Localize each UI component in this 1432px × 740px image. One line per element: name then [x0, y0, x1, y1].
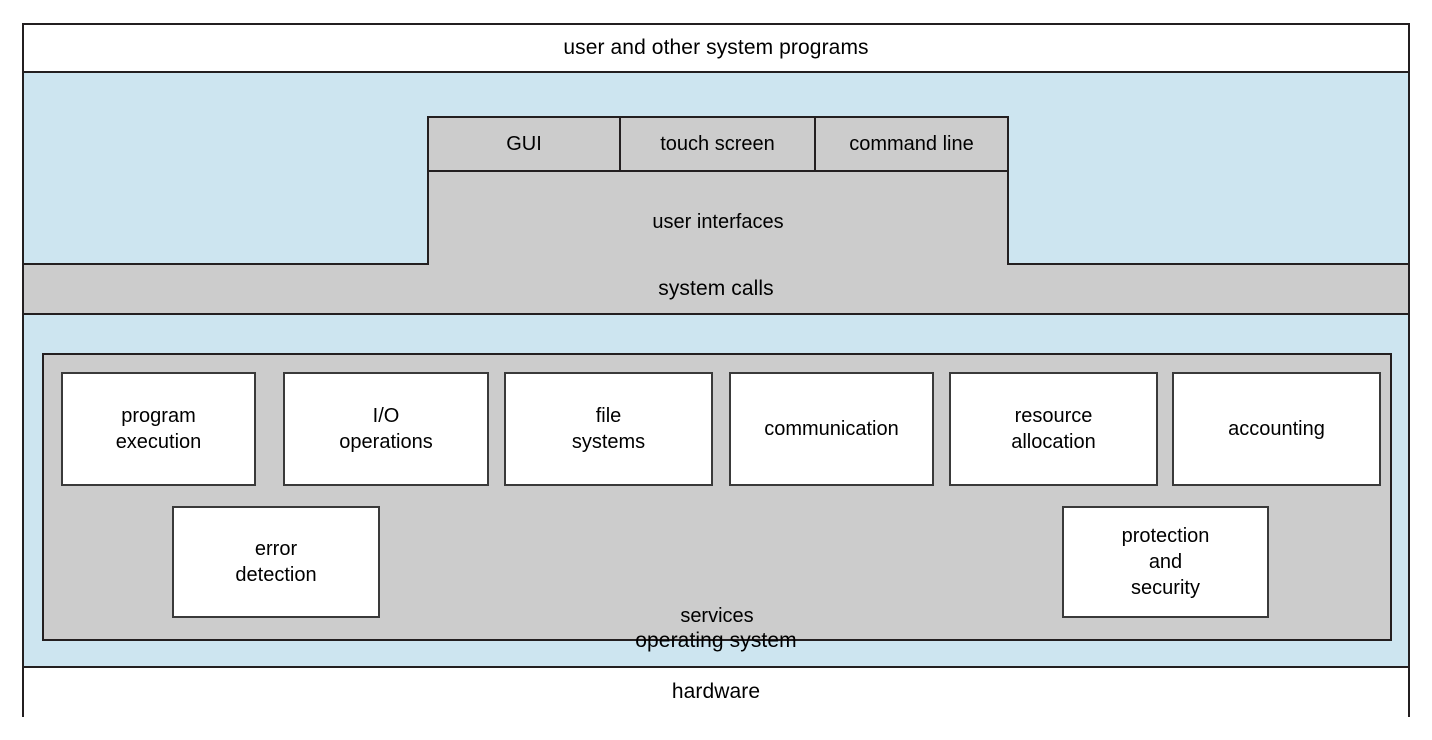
- band-user-and-other-system-programs: user and other system programs: [24, 25, 1408, 73]
- band-user-interface-zone: GUI touch screen command line user inter…: [24, 73, 1408, 273]
- services-caption-label: services: [680, 605, 754, 627]
- band-system-calls: system calls: [24, 265, 1408, 315]
- user-interfaces-caption-label: user interfaces: [652, 211, 784, 233]
- ui-mode-command-line[interactable]: command line: [816, 118, 1007, 170]
- ui-mode-gui-label: GUI: [506, 132, 542, 155]
- service-label-communication: communication: [764, 418, 899, 440]
- ui-mode-command-line-label: command line: [849, 132, 974, 155]
- band-label-system-calls: system calls: [658, 276, 774, 300]
- operating-system-caption: operating system: [24, 616, 1408, 666]
- ui-mode-touch-screen[interactable]: touch screen: [621, 118, 816, 170]
- ui-mode-gui[interactable]: GUI: [429, 118, 621, 170]
- user-interface-modes-row: GUI touch screen command line: [429, 118, 1007, 172]
- user-interfaces-cluster: GUI touch screen command line user inter…: [427, 116, 1009, 273]
- band-label-operating-system: operating system: [635, 628, 797, 652]
- os-services-diagram: user and other system programs GUI touch…: [22, 23, 1410, 717]
- service-label-accounting: accounting: [1228, 418, 1325, 440]
- service-box-accounting[interactable]: accounting: [1172, 372, 1381, 486]
- user-interfaces-caption: user interfaces: [429, 172, 1007, 273]
- band-hardware: hardware: [24, 668, 1408, 717]
- band-label-user-programs: user and other system programs: [563, 35, 869, 59]
- ui-mode-touch-screen-label: touch screen: [660, 132, 775, 155]
- services-caption: services: [44, 605, 1390, 628]
- band-label-hardware: hardware: [671, 680, 761, 704]
- service-box-communication[interactable]: communication: [729, 372, 934, 486]
